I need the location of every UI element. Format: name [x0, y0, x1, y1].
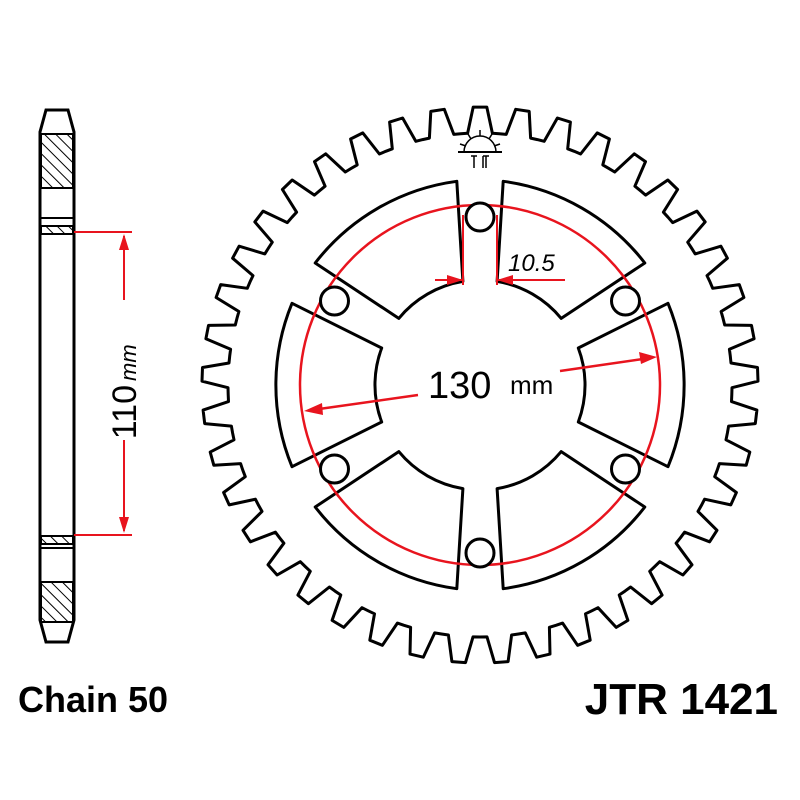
- lightening-cutout: [313, 450, 465, 591]
- jt-logo-icon: [458, 130, 502, 168]
- side-profile: 110 mm: [38, 108, 144, 644]
- lightening-cutout: [576, 301, 686, 469]
- bolt-hole: [464, 537, 496, 569]
- side-profile-hatch-top: [40, 133, 74, 189]
- hub-width-value: 110: [106, 385, 144, 439]
- bolt-hole: [464, 201, 496, 233]
- bolt-hole: [610, 453, 641, 485]
- bolt-hole-value: 10.5: [508, 250, 555, 277]
- side-profile-hatch-upper-hub: [40, 225, 74, 235]
- bolt-hole: [610, 285, 641, 317]
- lightening-cutouts: [274, 179, 686, 591]
- bolt-hole: [319, 453, 350, 485]
- pcd-dimension: 130 mm: [304, 352, 657, 415]
- pcd-unit: mm: [510, 370, 553, 400]
- lightening-cutout: [274, 301, 384, 469]
- side-profile-hatch-lower-hub: [40, 535, 74, 545]
- chain-label: Chain 50: [18, 679, 168, 720]
- bolt-hole-dimension: 10.5: [435, 215, 565, 285]
- hub-width-unit: mm: [116, 344, 141, 381]
- sprocket: 10.5 130 mm: [200, 105, 760, 665]
- side-profile-outline: [38, 108, 76, 644]
- lightening-cutout: [313, 179, 465, 320]
- lightening-cutout: [495, 450, 647, 591]
- pcd-value: 130: [428, 365, 491, 407]
- part-number: JTR 1421: [585, 675, 778, 724]
- bolt-hole: [319, 285, 350, 317]
- hub-width-dimension: [74, 231, 132, 536]
- lightening-cutout: [495, 179, 647, 320]
- side-profile-hatch-bottom: [40, 581, 74, 623]
- bolt-holes: [319, 201, 641, 569]
